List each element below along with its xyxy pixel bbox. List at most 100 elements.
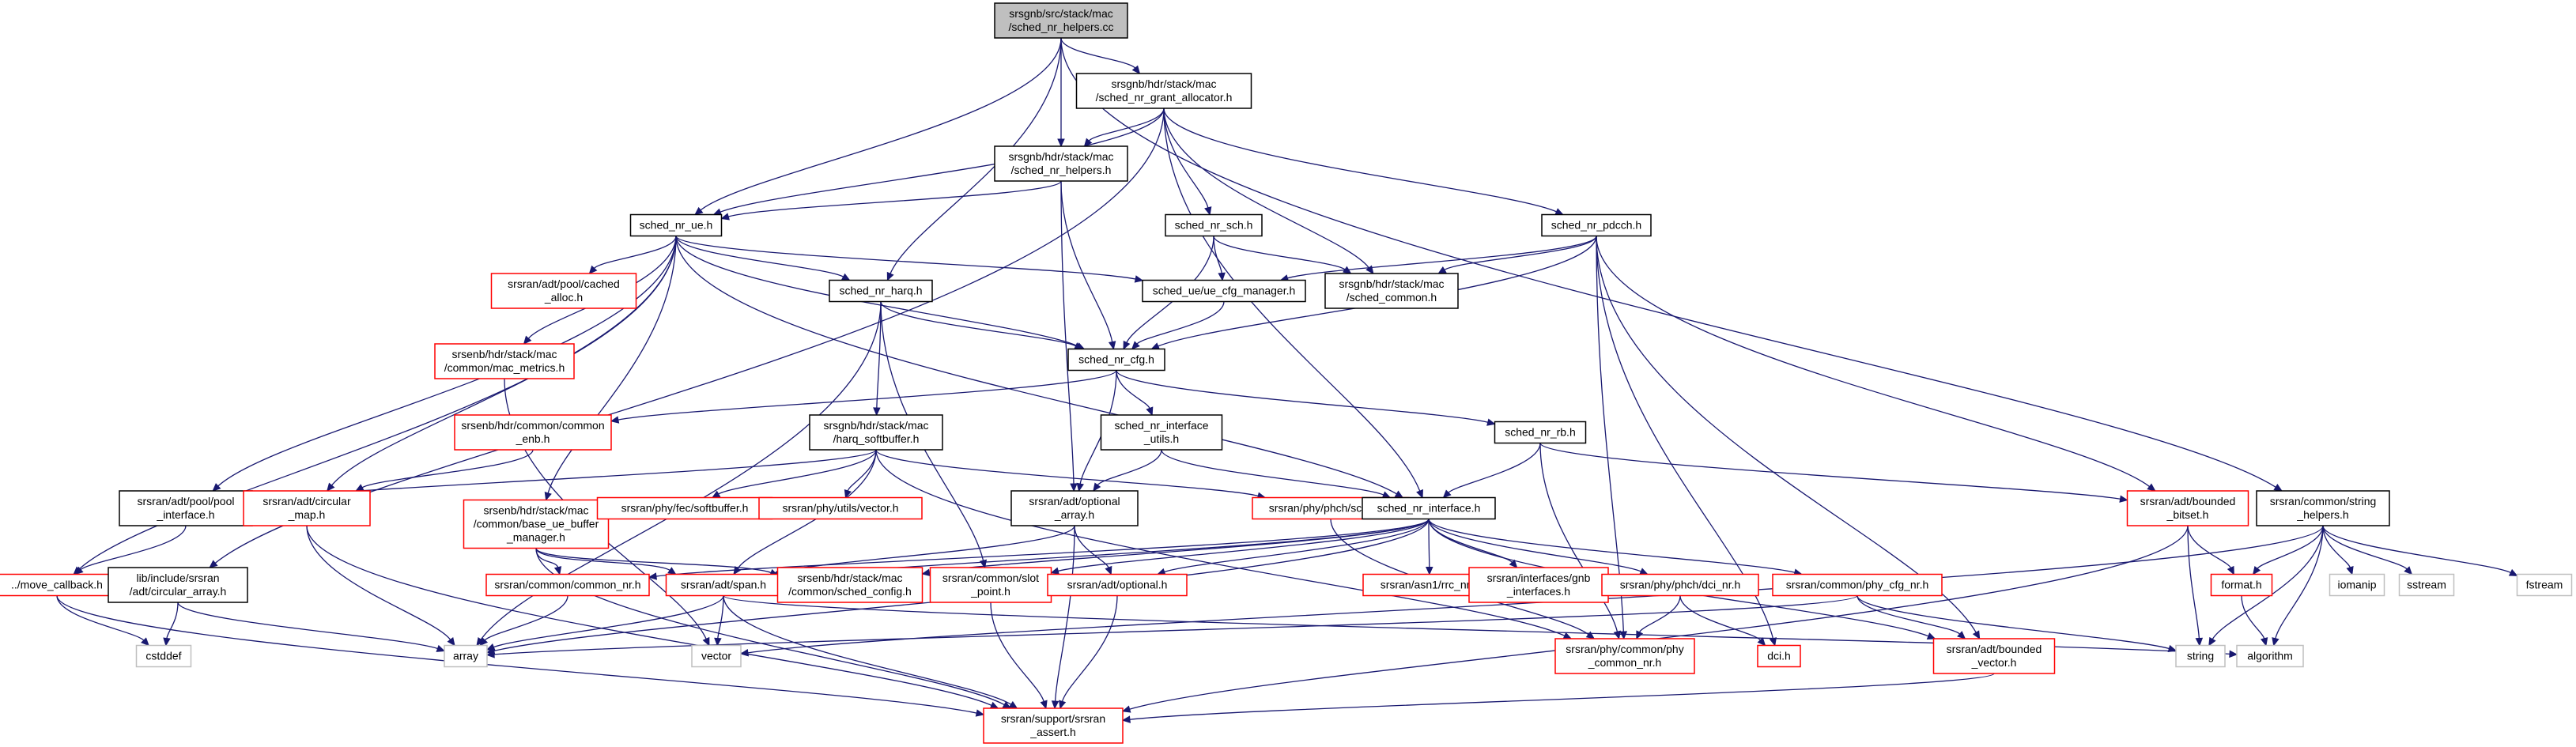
edge-span-to-algorithm [723,594,2238,658]
node-label-line: srsran/common/common_nr.h [494,579,640,591]
node-fec-softbuffer[interactable]: srsran/phy/fec/softbuffer.h [596,496,773,520]
node-array: array [444,644,488,668]
node-label-line: srsenb/hdr/stack/mac [483,504,588,517]
node-label-line: algorithm [2247,650,2293,662]
node-sched-nr-interface[interactable]: sched_nr_interface.h [1362,496,1496,520]
node-box [454,414,612,451]
node-box [463,499,610,549]
node-box [1075,73,1252,109]
node-srsran-assert[interactable]: srsran/support/srsran_assert.h [983,707,1124,744]
node-sched-nr-rb[interactable]: sched_nr_rb.h [1494,421,1587,444]
node-format[interactable]: format.h [2210,573,2273,597]
node-label-line: /adt/circular_array.h [130,585,227,598]
node-sched-nr-cfg[interactable]: sched_nr_cfg.h [1067,348,1165,372]
node-circular-array[interactable]: lib/include/srsran/adt/circular_array.h [108,567,248,603]
node-label-line: srsran/phy/utils/vector.h [782,502,898,515]
node-dci-nr[interactable]: srsran/phy/phch/dci_nr.h [1601,573,1759,597]
node-box [1165,213,1263,237]
node-box [1494,421,1587,444]
edge-bounded_bitset-to-string [2187,525,2204,647]
edge-nr_helpers_h-to-sched_nr_ue [720,180,1062,221]
edge-sched_nr_interface-to-rrc_nr [1426,519,1433,575]
edge-phy_cfg_nr-to-array [485,594,1858,658]
edge-root-to-sched_nr_harq [886,37,1062,281]
node-ue-cfg-manager[interactable]: sched_ue/ue_cfg_manager.h [1142,279,1306,303]
node-sched-nr-ue[interactable]: sched_nr_ue.h [629,213,723,237]
node-label-line: srsgnb/hdr/stack/mac [1339,277,1444,290]
node-label-line: srsran/phy/phch/dci_nr.h [1620,579,1741,591]
node-box [691,644,742,668]
node-iface-utils[interactable]: sched_nr_interface_utils.h [1100,414,1223,451]
node-slot-point[interactable]: srsran/common/slot_point.h [929,567,1052,603]
node-mac-metrics[interactable]: srsenb/hdr/stack/mac/common/mac_metrics.… [434,343,575,379]
node-cached-alloc[interactable]: srsran/adt/pool/cached_alloc.h [490,273,637,309]
node-nr-helpers-h[interactable]: srsgnb/hdr/stack/mac/sched_nr_helpers.h [994,145,1128,182]
node-span[interactable]: srsran/adt/span.h [665,573,782,597]
node-box [1067,348,1165,372]
node-label-line: lib/include/srsran [136,572,219,584]
node-label-line: srsenb/hdr/stack/mac [797,572,902,584]
node-label-line: /sched_nr_helpers.h [1011,164,1112,176]
edge-circular_map-to-array [306,525,455,647]
node-dci[interactable]: dci.h [1757,644,1801,668]
node-optional-array[interactable]: srsran/adt/optional_array.h [1010,490,1139,526]
node-circular-map[interactable]: srsran/adt/circular_map.h [243,490,371,526]
edge-sched_nr_cfg-to-sched_nr_rb [1116,370,1496,426]
node-box [2516,573,2573,597]
node-common-nr[interactable]: srsran/common/common_nr.h [485,573,650,597]
node-pool-interface[interactable]: srsran/adt/pool/pool_interface.h [119,490,253,526]
node-label-line: ../move_callback.h [11,579,103,591]
node-move-callback[interactable]: ../move_callback.h [0,573,119,597]
node-label-line: srsgnb/hdr/stack/mac [1111,77,1216,90]
node-common-enb[interactable]: srsenb/hdr/common/common_enb.h [454,414,612,451]
edge-pool_interface-to-move_callback [74,525,187,575]
edge-circular_array-to-cstddef [163,602,179,647]
node-label-line: sched_nr_rb.h [1505,426,1576,439]
node-label-line: _point.h [970,585,1010,598]
node-utils-vector[interactable]: srsran/phy/utils/vector.h [758,496,923,520]
node-label-line: srsenb/hdr/stack/mac [451,348,557,360]
node-sched-nr-pdcch[interactable]: sched_nr_pdcch.h [1541,213,1652,237]
node-sched-config[interactable]: srsenb/hdr/stack/mac/common/sched_config… [776,567,924,603]
node-bounded-vector[interactable]: srsran/adt/bounded_vector.h [1932,638,2056,674]
node-cstddef: cstddef [135,644,192,668]
node-string-helpers[interactable]: srsran/common/string_helpers.h [2256,490,2390,526]
edge-sched_nr_interface-to-slot_point [1050,519,1430,575]
edge-sched_nr_cfg-to-common_enb [610,369,1117,424]
node-sstream: sstream [2398,573,2455,597]
node-sched-common[interactable]: srsgnb/hdr/stack/mac/sched_common.h [1324,273,1459,309]
edge-sched_nr_interface-to-gnb_interfaces [1428,519,1518,568]
node-optional[interactable]: srsran/adt/optional.h [1047,573,1188,597]
edge-nr_helpers_h-to-optional_array [1060,180,1078,492]
node-sched-nr-harq[interactable]: sched_nr_harq.h [829,279,933,303]
node-label-line: string [2187,650,2214,662]
edge-string_helpers-to-string [2208,525,2324,647]
node-gnb-interfaces[interactable]: srsran/interfaces/gnb_interfaces.h [1468,567,1609,603]
node-grant-alloc[interactable]: srsgnb/hdr/stack/mac/sched_nr_grant_allo… [1075,73,1252,109]
node-label-line: srsran/interfaces/gnb [1487,572,1591,584]
node-phy-cfg-nr[interactable]: srsran/common/phy_cfg_nr.h [1772,573,1943,597]
node-algorithm: algorithm [2236,644,2304,668]
node-label-line: sched_nr_cfg.h [1078,353,1154,366]
node-label-line: sched_nr_ue.h [640,219,713,232]
node-box [1541,213,1652,237]
node-base-ue-buffer[interactable]: srsenb/hdr/stack/mac/common/base_ue_buff… [463,499,610,549]
node-bounded-bitset[interactable]: srsran/adt/bounded_bitset.h [2126,490,2249,526]
node-box [1468,567,1609,603]
node-sched-nr-sch[interactable]: sched_nr_sch.h [1165,213,1263,237]
edge-sched_nr_cfg-to-optional_array [1076,370,1117,492]
edge-sched_nr_rb-to-bounded_bitset [1539,442,2128,503]
edge-sched_nr_sch-to-ue_cfg_manager [1213,236,1226,281]
node-phy-common-nr[interactable]: srsran/phy/common/phy_common_nr.h [1554,638,1695,674]
node-label-line: srsran/phy/phch/sch_nr.h [1269,502,1392,515]
node-label-line: _common_nr.h [1588,656,1662,669]
node-label-line: sched_nr_pdcch.h [1551,219,1641,232]
node-fstream: fstream [2516,573,2573,597]
edge-sched_nr_ue-to-base_ue_buffer [544,236,677,501]
node-box [485,573,650,597]
node-harq-softbuffer[interactable]: srsgnb/hdr/stack/mac/harq_softbuffer.h [809,414,943,451]
edge-bounded_vector-to-srsran_assert [1121,673,1995,723]
node-root[interactable]: srsgnb/src/stack/mac/sched_nr_helpers.cc [994,2,1128,39]
